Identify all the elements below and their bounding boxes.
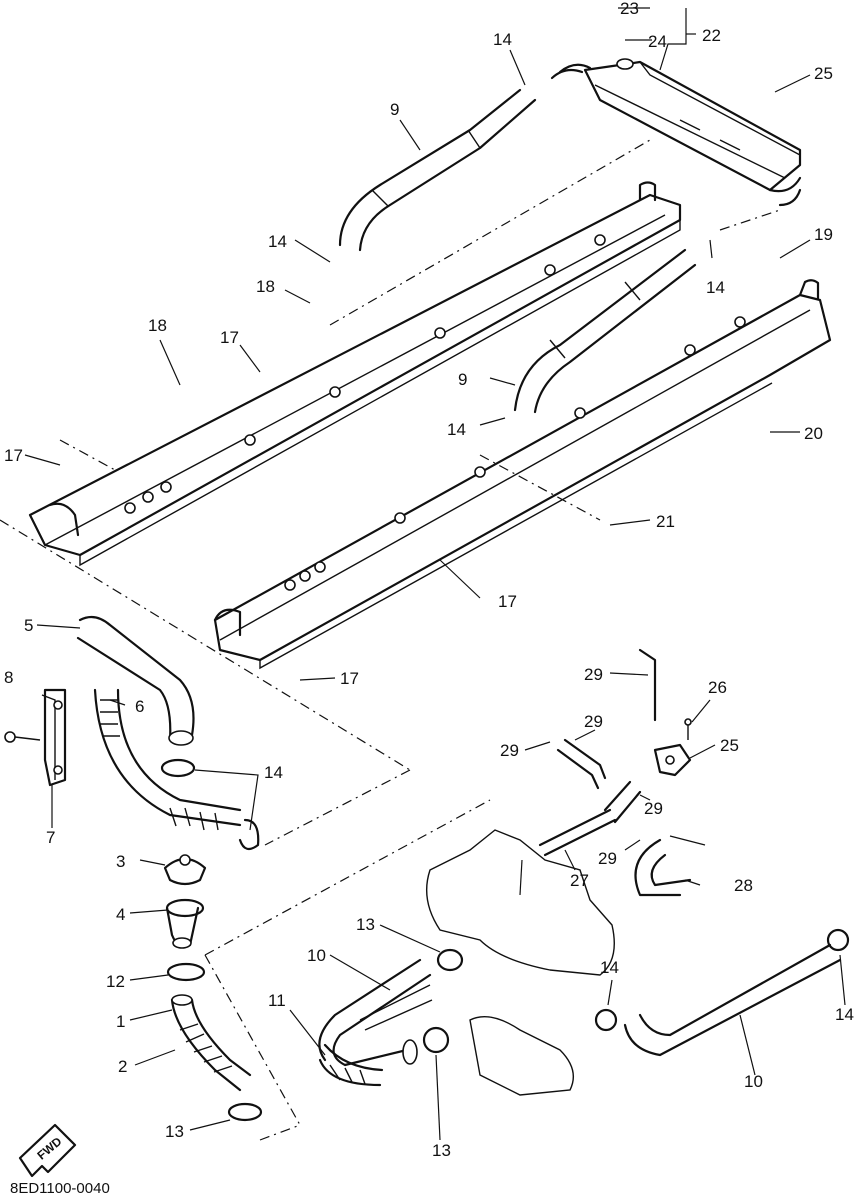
callout-29-b: 29 xyxy=(644,799,663,818)
clamp-14-hose10 xyxy=(594,928,850,1032)
callout-4: 4 xyxy=(116,905,125,924)
callout-17-right-mid: 20 xyxy=(804,424,823,443)
callout-11: 10 xyxy=(307,946,326,965)
clamp-13-hose11 xyxy=(422,948,464,1054)
fwd-label: FWD xyxy=(34,1134,64,1163)
callout-6: 6 xyxy=(135,697,144,716)
callout-12: 11 xyxy=(268,991,286,1010)
callout-numbers: 23 24 22 25 14 9 14 18 18 17 19 14 9 14 … xyxy=(4,0,854,1160)
callout-13-hose11: 13 xyxy=(356,915,375,934)
callout-14-top: 14 xyxy=(493,30,512,49)
callout-14-hose10-right: 14 xyxy=(835,1005,854,1024)
callout-13-fitting: 12 xyxy=(106,972,125,991)
callout-8: 8 xyxy=(4,668,13,687)
rail-16 xyxy=(28,181,682,567)
clamp-14-hose6 xyxy=(160,758,260,851)
leader-lines xyxy=(24,7,846,1141)
hose-25 xyxy=(538,780,642,857)
callout-21: 24 xyxy=(648,32,667,51)
callout-13-hose12: 13 xyxy=(432,1141,451,1160)
callout-2: 2 xyxy=(118,1057,127,1076)
hose-10 xyxy=(623,943,842,1057)
callout-19: 22 xyxy=(702,26,721,45)
bracket-7 xyxy=(41,688,67,787)
fitting-4 xyxy=(165,898,205,949)
bolt-24 xyxy=(684,718,692,740)
callout-10: 10 xyxy=(744,1072,763,1091)
bolt-8 xyxy=(4,731,41,743)
hose-9-lower xyxy=(513,248,697,414)
callout-17-left: 18 xyxy=(256,277,275,296)
hose-9-upper xyxy=(338,88,537,252)
callout-17-far-left: 18 xyxy=(148,316,167,335)
callout-14-hose6: 14 xyxy=(264,763,283,782)
hose-5-6 xyxy=(76,615,242,831)
callout-23: 25 xyxy=(720,736,739,755)
callout-26: 28 xyxy=(734,876,753,895)
rail-15 xyxy=(213,279,832,670)
engine-outline xyxy=(425,829,615,1096)
callout-13-bottom: 13 xyxy=(165,1122,184,1141)
reference-lines xyxy=(0,139,781,1141)
callout-15: 17 xyxy=(498,592,517,611)
callout-29-c: 29 xyxy=(598,849,617,868)
callout-9-upper: 9 xyxy=(390,100,399,119)
catalog-code: 8ED1100-0040 xyxy=(10,1180,110,1197)
callout-1: 1 xyxy=(116,1012,125,1031)
callout-9-lower: 9 xyxy=(458,370,467,389)
callout-3: 3 xyxy=(116,852,125,871)
callout-27: 29 xyxy=(584,712,603,731)
callout-16: 17 xyxy=(220,328,239,347)
hose-1-2 xyxy=(170,994,263,1122)
callout-25: 27 xyxy=(570,871,589,890)
fwd-direction-arrow: FWD xyxy=(18,1123,77,1178)
hose-27 xyxy=(556,738,607,790)
callout-17-right-top: 19 xyxy=(814,225,833,244)
callout-24: 26 xyxy=(708,678,727,697)
callout-5: 5 xyxy=(24,616,33,635)
callout-28: 29 xyxy=(584,665,603,684)
callout-14-right: 14 xyxy=(706,278,725,297)
callout-18-left: 17 xyxy=(4,446,23,465)
callout-7: 7 xyxy=(46,828,55,847)
cap-3 xyxy=(163,854,207,886)
hose-26 xyxy=(634,838,692,897)
callout-18-mid: 17 xyxy=(340,669,359,688)
hose-11-12 xyxy=(318,958,433,1087)
heat-exchanger-top xyxy=(550,58,802,207)
callout-17-right-low: 21 xyxy=(656,512,675,531)
clamp-13-lower xyxy=(166,962,206,982)
callout-14-left: 14 xyxy=(268,232,287,251)
callout-14-mid: 14 xyxy=(447,420,466,439)
valve-23 xyxy=(653,743,692,777)
rod-28 xyxy=(638,648,657,722)
callout-14-hose10-left: 14 xyxy=(600,958,619,977)
callout-22: 25 xyxy=(814,64,833,83)
callout-20: 23 xyxy=(620,0,639,18)
callout-29-a: 29 xyxy=(500,741,519,760)
